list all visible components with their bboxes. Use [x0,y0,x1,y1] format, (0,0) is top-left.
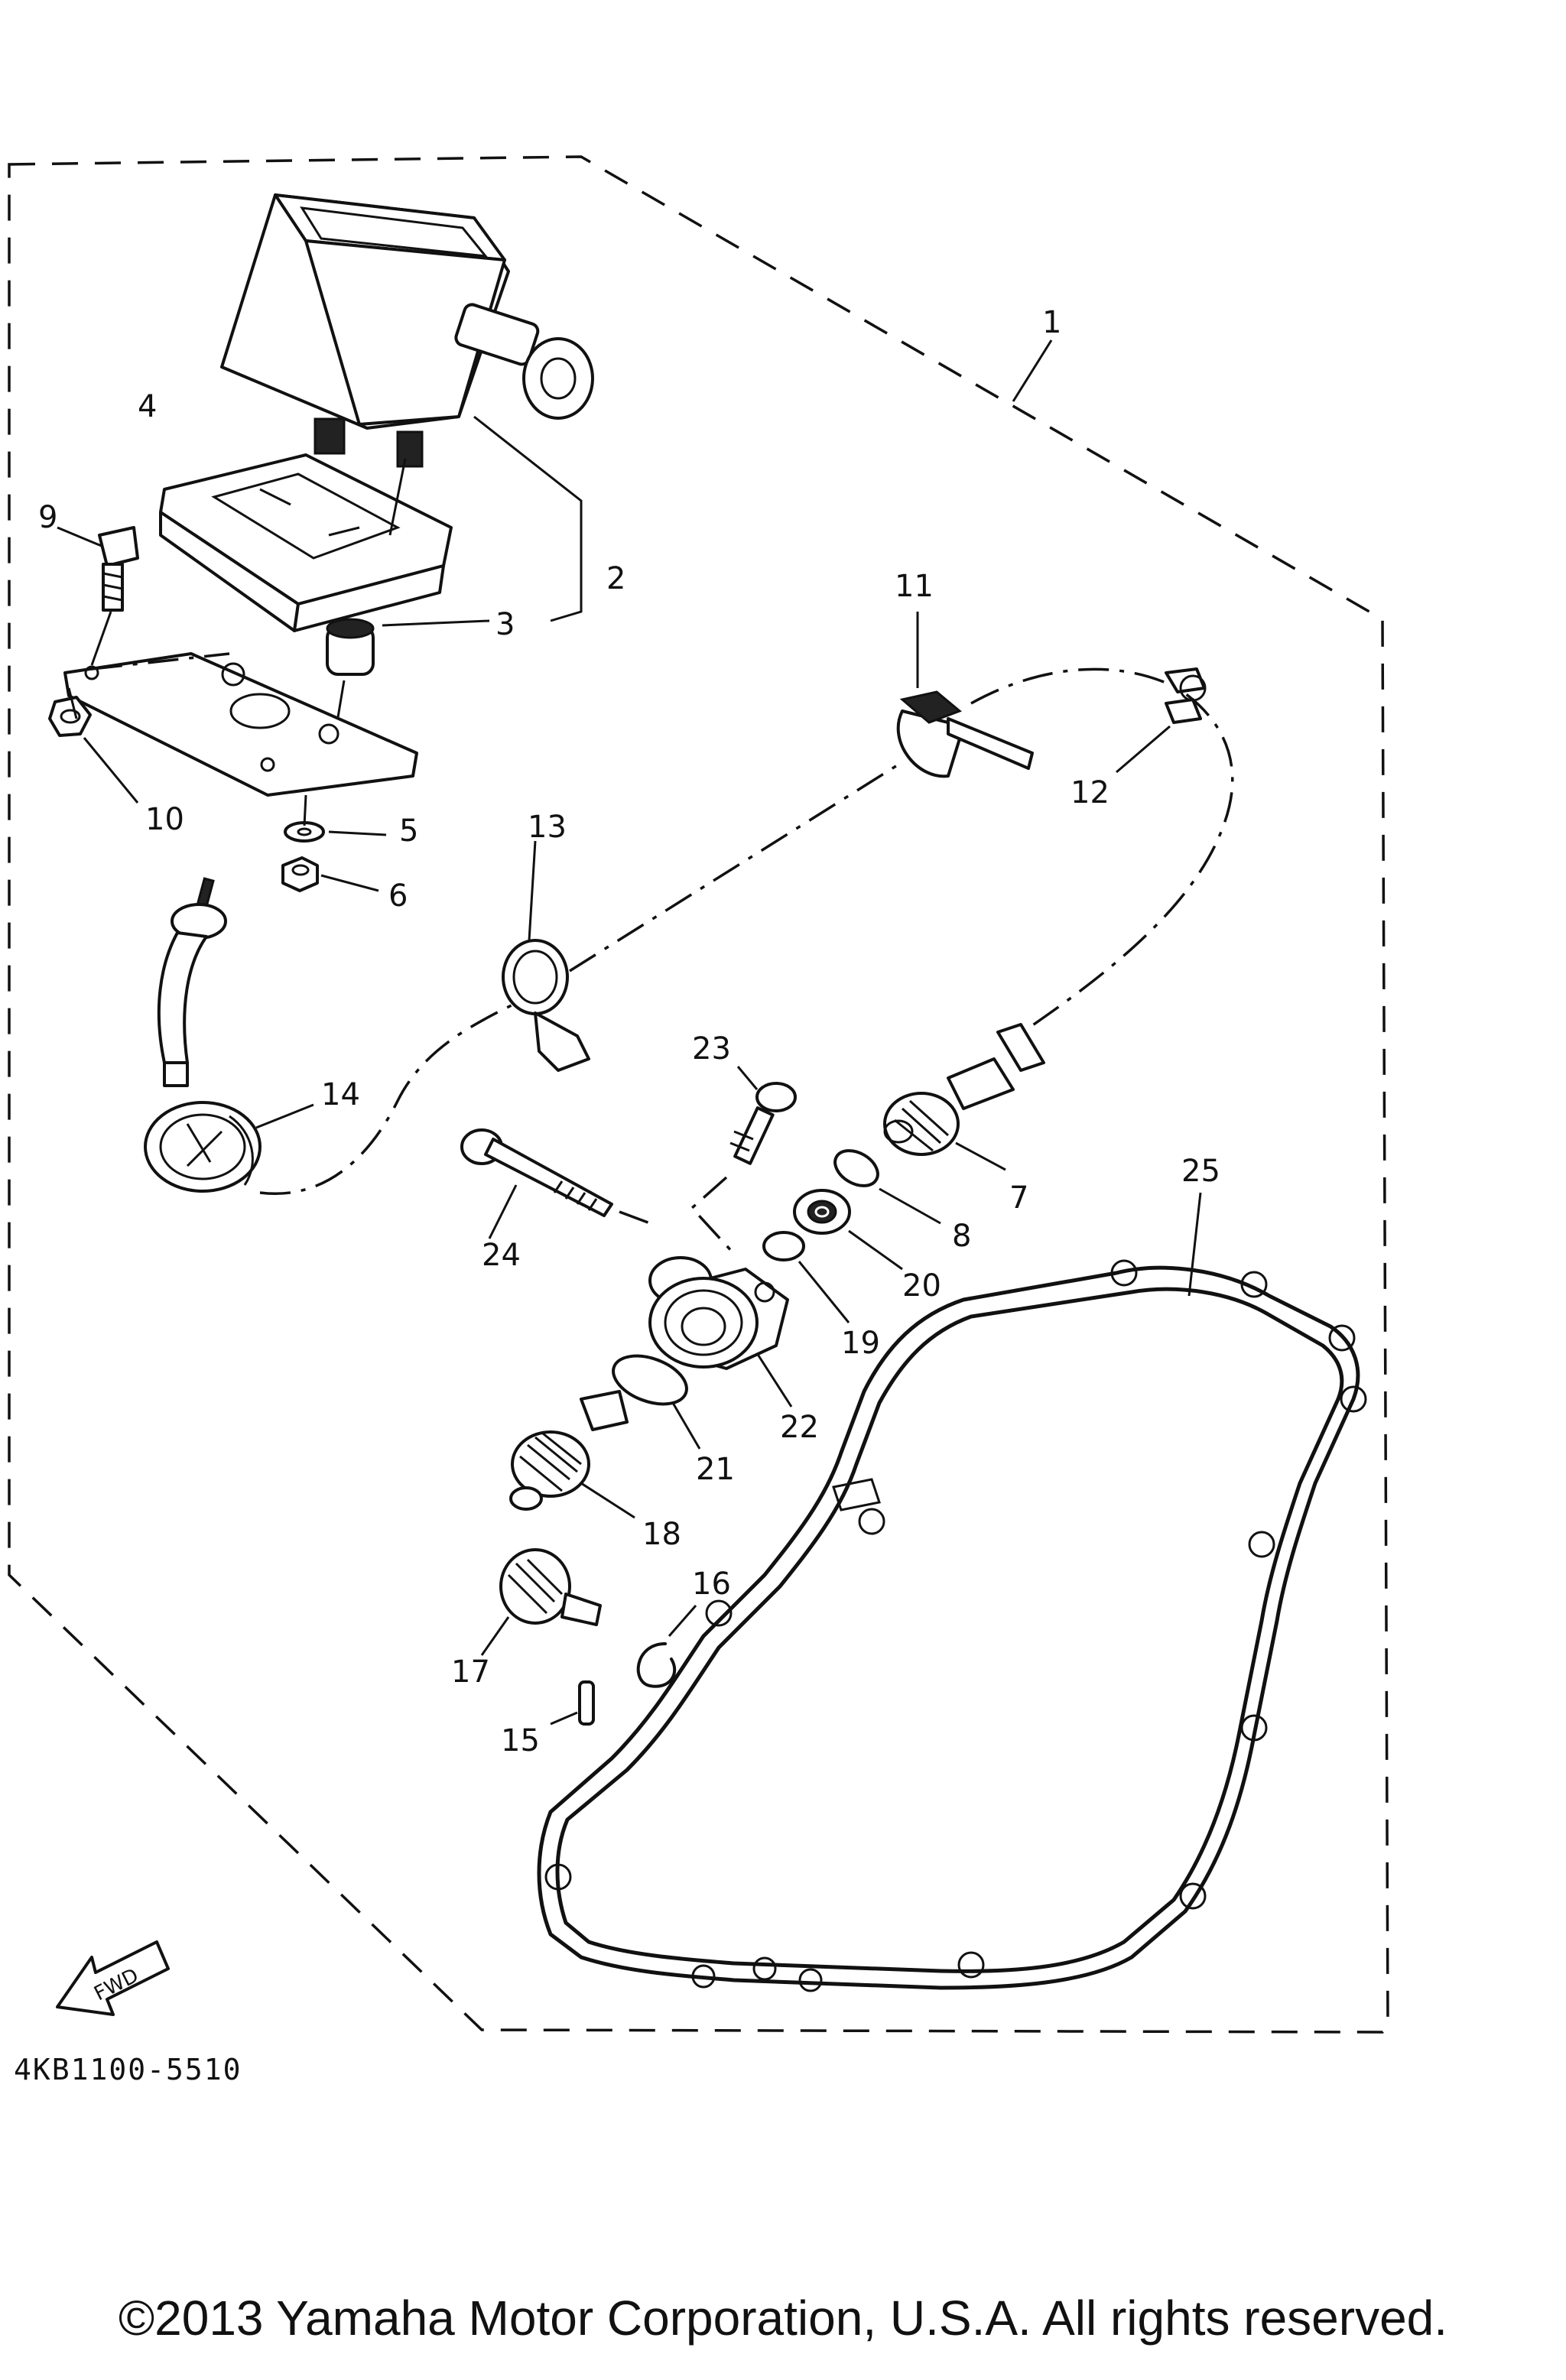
clip-12 [1165,667,1207,724]
o-ring-8 [833,1149,879,1187]
callout-9: 9 [38,500,57,535]
callout-1: 1 [1042,305,1061,340]
callout-15: 15 [501,1723,540,1758]
clamp-11 [896,690,1034,778]
callout-2: 2 [606,561,625,596]
o-ring-21 [612,1354,688,1406]
drive-cable-end [883,1023,1045,1156]
pin-15 [578,1680,595,1726]
callouts: 1 2 3 4 5 6 7 8 9 10 11 12 13 14 15 16 1… [38,305,1220,1758]
nut-6 [281,856,319,892]
callout-12: 12 [1071,775,1110,810]
callout-5: 5 [399,813,418,849]
part-code: 4KB1100-5510 [14,2053,242,2086]
callout-11: 11 [895,569,934,604]
callout-10: 10 [145,802,184,837]
gasket-25 [537,1265,1360,1990]
fwd-arrow: FWD [56,1940,170,2016]
callout-3: 3 [495,607,515,642]
meter-cable [144,877,262,1193]
callout-20: 20 [902,1268,941,1304]
damper [326,618,375,676]
meter-bracket [159,453,453,632]
callout-17: 17 [451,1654,490,1690]
callout-7: 7 [1009,1180,1028,1216]
copyright-text: ©2013 Yamaha Motor Corporation, U.S.A. A… [118,2291,1448,2346]
callout-18: 18 [642,1517,681,1552]
callout-16: 16 [692,1567,731,1602]
drive-gear-18 [509,1390,629,1511]
mounting-plate [63,652,418,797]
circlip-16 [636,1642,677,1688]
washer-19 [762,1231,805,1261]
callout-8: 8 [952,1219,971,1254]
callout-25: 25 [1181,1154,1220,1189]
nut-10 [48,696,92,737]
callout-19: 19 [841,1326,880,1361]
callout-6: 6 [388,878,408,914]
bearing-20 [793,1189,851,1235]
callout-24: 24 [482,1238,521,1273]
gear-housing [648,1256,789,1370]
bolt-24 [460,1128,613,1217]
bolt-23 [729,1082,797,1165]
callout-13: 13 [528,810,567,845]
clamp-13 [502,939,590,1072]
callout-4: 4 [138,389,157,424]
speedometer-assembly [220,193,594,468]
assembly-boundary [8,155,1389,2034]
driven-gear-17 [499,1548,602,1626]
bolt-9 [98,526,139,612]
callout-22: 22 [780,1410,819,1445]
callout-21: 21 [696,1452,735,1487]
callout-23: 23 [692,1031,731,1067]
callout-14: 14 [321,1077,360,1112]
